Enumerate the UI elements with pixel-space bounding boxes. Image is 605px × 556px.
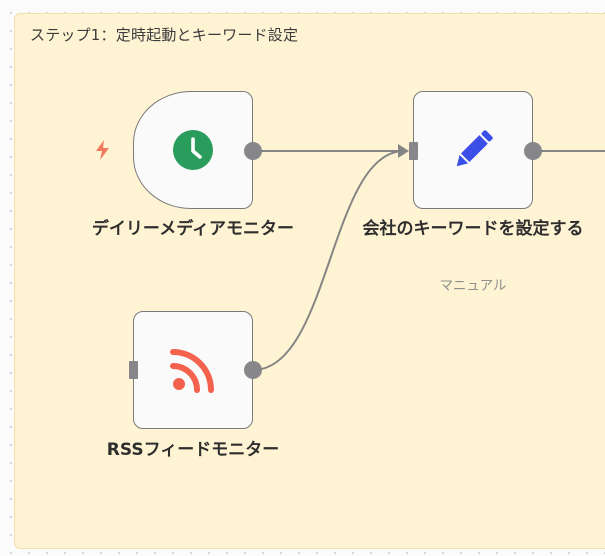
node-label-daily-media-monitor: デイリーメディアモニター	[91, 219, 295, 239]
node-set-company-keywords[interactable]	[413, 91, 533, 209]
rss-icon	[170, 349, 214, 393]
output-port[interactable]	[524, 142, 542, 160]
sticky-note-title: ステップ1：定時起動とキーワード設定	[30, 26, 299, 44]
output-port[interactable]	[244, 361, 262, 379]
connection-rss-to-keyword[interactable]	[252, 150, 405, 371]
node-daily-media-monitor[interactable]	[133, 91, 253, 209]
input-port[interactable]	[129, 361, 138, 379]
clock-icon	[173, 130, 213, 170]
input-port[interactable]	[409, 142, 418, 160]
node-rss-feed-monitor[interactable]	[133, 311, 253, 429]
node-sublabel-manual: マニュアル	[439, 278, 507, 294]
output-port[interactable]	[244, 142, 262, 160]
node-label-rss-feed-monitor: RSSフィードモニター	[106, 440, 280, 460]
connection-arrowhead	[398, 144, 409, 158]
pencil-icon	[456, 130, 493, 167]
node-label-set-company-keywords: 会社のキーワードを設定する	[362, 219, 584, 239]
lightning-bolt-icon	[96, 140, 109, 160]
